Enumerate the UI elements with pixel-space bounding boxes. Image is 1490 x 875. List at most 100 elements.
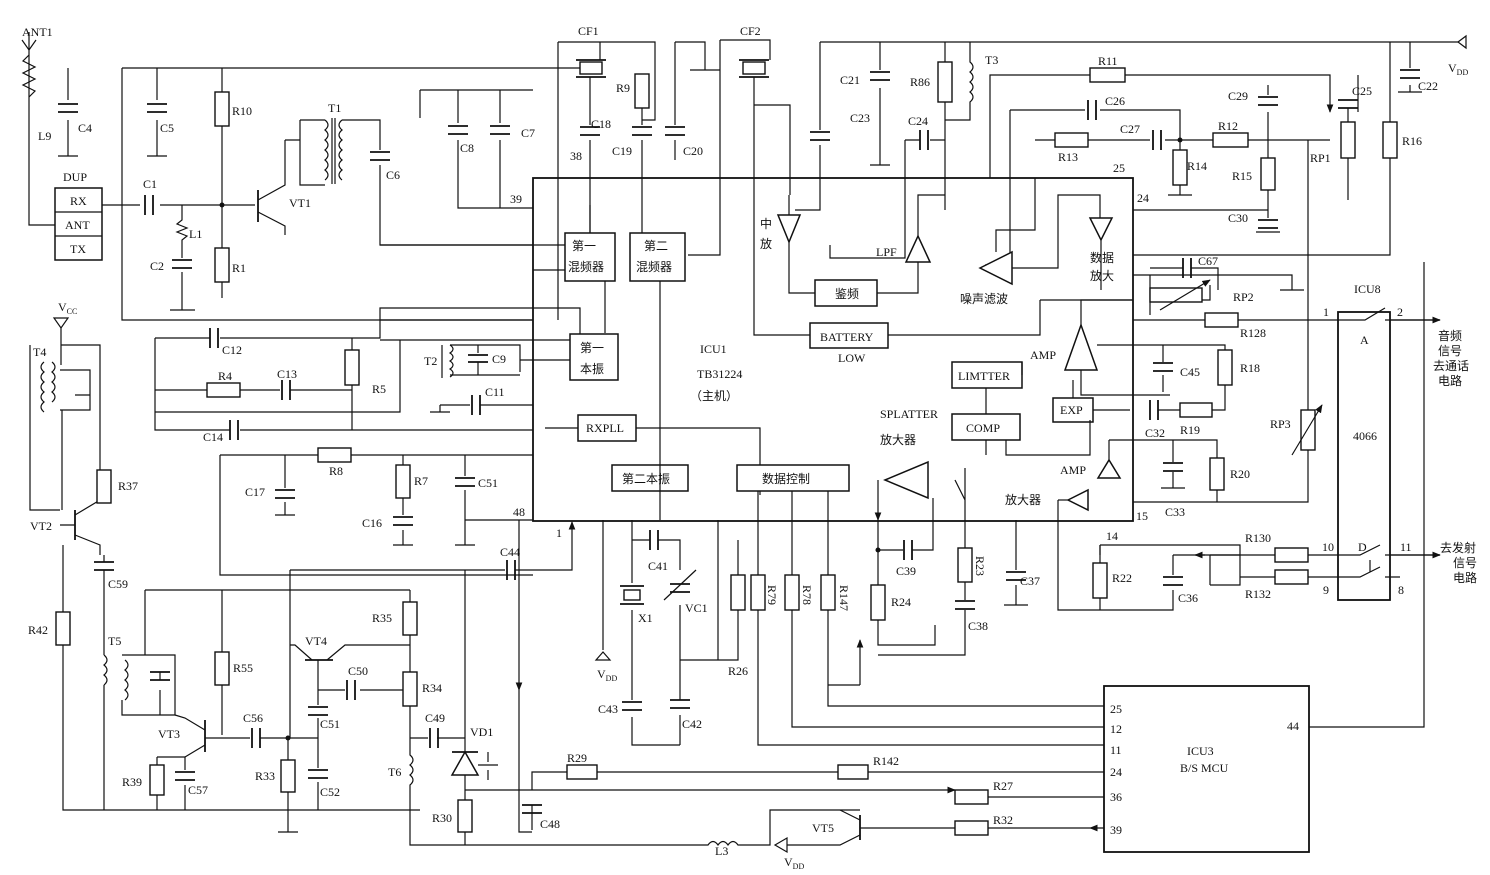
label-r29: R29 — [567, 751, 587, 765]
tx-out-line1: 去发射 — [1440, 540, 1476, 555]
label-r4: R4 — [218, 369, 232, 383]
block-osc2 — [611, 464, 689, 492]
label-c57: C57 — [188, 783, 208, 797]
capacitor-c20 — [665, 126, 685, 136]
label-c44: C44 — [500, 545, 520, 559]
capacitor-c42 — [670, 699, 690, 709]
icu8-pin8: 8 — [1398, 583, 1404, 597]
label-r18: R18 — [1240, 361, 1260, 375]
low-label: LOW — [838, 351, 866, 365]
data-amp-line2: 放大 — [1090, 268, 1114, 283]
block-rxpll — [577, 414, 637, 442]
capacitor-c45 — [1153, 362, 1173, 372]
label-c29: C29 — [1228, 89, 1248, 103]
transformer-t4 — [40, 361, 56, 413]
label-t2: T2 — [424, 354, 437, 368]
label-cf1: CF1 — [578, 24, 599, 38]
label-t4: T4 — [33, 345, 46, 359]
capacitor-c48 — [522, 804, 542, 814]
inductor-l9 — [21, 54, 37, 98]
resistor-r32 — [954, 820, 989, 836]
capacitor-c14 — [229, 420, 239, 440]
transistor-vt3 — [174, 714, 250, 758]
label-c23: C23 — [850, 111, 870, 125]
label-c41: C41 — [648, 559, 668, 573]
label-r55: R55 — [233, 661, 253, 675]
label-c43: C43 — [598, 702, 618, 716]
capacitor-c50 — [346, 680, 356, 700]
limiter-label: LIMTTER — [958, 369, 1010, 383]
label-r12: R12 — [1218, 119, 1238, 133]
block-exp — [1052, 397, 1094, 423]
capacitor-c18 — [580, 126, 600, 136]
label-r24: R24 — [891, 595, 911, 609]
label-c17: C17 — [245, 485, 265, 499]
icu3-pin36: 36 — [1110, 790, 1122, 804]
capacitor-c17 — [275, 489, 295, 499]
label-c38: C38 — [968, 619, 988, 633]
label-c18: C18 — [591, 117, 611, 131]
label-r34: R34 — [422, 681, 442, 695]
label-c56: C56 — [243, 711, 263, 725]
label-c45: C45 — [1180, 365, 1200, 379]
label-r10: R10 — [232, 104, 252, 118]
label-r32: R32 — [993, 813, 1013, 827]
icu1-part: TB31224 — [697, 367, 742, 381]
ceramic-filter-cf1 — [576, 59, 606, 78]
vdd-mid-label: VDD — [597, 667, 617, 683]
lpf-triangle — [904, 234, 932, 263]
icu3-pin44: 44 — [1287, 719, 1299, 733]
label-r30: R30 — [432, 811, 452, 825]
amp2-label: AMP — [1060, 463, 1086, 477]
capacitor-c33 — [1163, 462, 1183, 472]
resistor-r9 — [634, 73, 650, 109]
label-c37: C37 — [1020, 574, 1040, 588]
capacitor-c36 — [1163, 576, 1183, 586]
pin-1: 1 — [556, 526, 562, 540]
capacitor-c32 — [1149, 400, 1159, 420]
rxpll-label: RXPLL — [586, 421, 624, 435]
vcc-label: VCC — [58, 300, 77, 316]
label-c16: C16 — [362, 516, 382, 530]
label-r132: R132 — [1245, 587, 1271, 601]
transformer-t5 — [103, 654, 129, 701]
resistor-r27 — [954, 789, 989, 805]
capacitor-c38 — [955, 600, 975, 610]
capacitor-c39 — [903, 540, 913, 560]
varactor-vd1 — [450, 750, 480, 776]
label-c25: C25 — [1352, 84, 1372, 98]
label-t1: T1 — [328, 101, 341, 115]
capacitor-c11 — [471, 395, 481, 415]
pin-25: 25 — [1113, 161, 1125, 175]
icu3-pin25: 25 — [1110, 702, 1122, 716]
transistor-vt1 — [257, 140, 286, 235]
pin-24: 24 — [1137, 191, 1149, 205]
resistor-r26-body — [730, 574, 746, 611]
resistor-r24 — [870, 584, 886, 621]
label-vt4: VT4 — [305, 634, 327, 648]
capacitor-c22 — [1400, 69, 1420, 79]
label-c30: C30 — [1228, 211, 1248, 225]
capacitor-c56 — [251, 728, 261, 748]
label-vd1: VD1 — [470, 725, 493, 739]
label-r37: R37 — [118, 479, 138, 493]
label-c19: C19 — [612, 144, 632, 158]
label-t3: T3 — [985, 53, 998, 67]
label-t5: T5 — [108, 634, 121, 648]
label-r33: R33 — [255, 769, 275, 783]
capacitor-c51-bottom — [308, 706, 328, 716]
label-c52: C52 — [320, 785, 340, 799]
audio-out-line2: 信号 — [1438, 344, 1462, 358]
resistor-r79 — [750, 574, 766, 611]
label-c33: C33 — [1165, 505, 1185, 519]
block-limiter — [951, 361, 1023, 389]
capacitor-c13 — [281, 380, 291, 400]
capacitor-c16 — [393, 516, 413, 526]
amp-rx-triangle — [1063, 322, 1099, 371]
icu1-chip-outline — [532, 177, 1134, 522]
pin-15: 15 — [1136, 509, 1148, 523]
data-amp-line1: 数据 — [1090, 250, 1114, 265]
label-r22: R22 — [1112, 571, 1132, 585]
capacitor-c2 — [172, 259, 192, 269]
